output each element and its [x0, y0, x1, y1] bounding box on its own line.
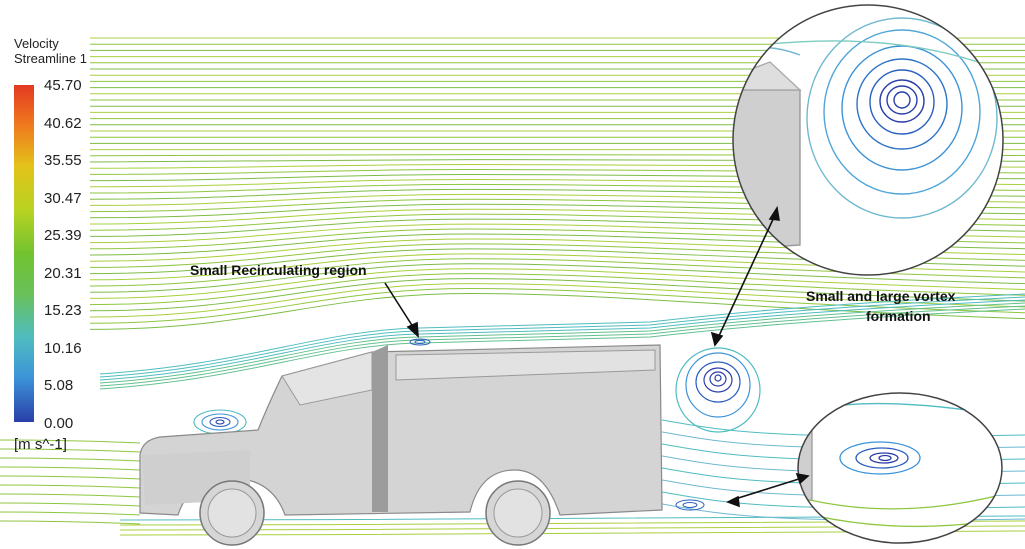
recirc-label: Small Recirculating region: [190, 262, 367, 278]
arrow-recirc: [384, 282, 416, 331]
front-wheel: [199, 480, 265, 546]
streamline: [89, 258, 1025, 287]
legend-tick: 15.23: [44, 302, 82, 319]
color-scale-bar: [14, 85, 34, 422]
legend-tick: 35.55: [44, 152, 82, 169]
legend-tick: 30.47: [44, 189, 82, 207]
truck: [139, 344, 663, 546]
vortex-label-line1: Small and large vortex: [806, 288, 956, 304]
front-vortex: [193, 409, 247, 435]
wake-vortex-small: [675, 499, 705, 511]
arrowhead-vortex-inset: [768, 205, 780, 221]
streamline: [0, 511, 141, 516]
legend-tick: 0.00: [44, 414, 74, 432]
rear-wheel: [485, 480, 551, 546]
streamline: [0, 502, 141, 507]
streamline: [89, 268, 1025, 299]
streamline: [89, 288, 1025, 324]
legend-tick: 20.31: [44, 264, 82, 282]
cab-gap: [372, 345, 388, 512]
streamline: [89, 263, 1025, 293]
legend-tick: 5.08: [44, 377, 74, 394]
streamline: [0, 493, 141, 498]
streamline: [0, 457, 141, 462]
streamline: [99, 296, 1025, 378]
streamline: [89, 278, 1025, 312]
legend-tick: 10.16: [44, 339, 82, 357]
streamline: [99, 299, 1025, 381]
arrow-vortex-top: [717, 214, 776, 339]
legend-unit: [m s^-1]: [14, 436, 67, 453]
legend-tick: 40.62: [44, 114, 82, 132]
roof-vortex: [409, 338, 431, 346]
streamline: [99, 302, 1025, 384]
streamline: [0, 475, 141, 480]
arrowhead-vortex-bottom-inset: [795, 472, 810, 485]
legend-tick: 45.70: [44, 77, 82, 94]
streamline: [0, 484, 141, 489]
streamline: [0, 439, 141, 444]
streamline: [99, 308, 1025, 390]
vortex-label-line2: formation: [866, 308, 931, 324]
annotation-arrows: [384, 205, 810, 508]
streamline: [0, 466, 141, 471]
streamline: [89, 283, 1025, 318]
arrowhead-recirc: [406, 321, 419, 338]
streamline: [99, 305, 1025, 387]
arrow-vortex-bottom: [731, 477, 803, 501]
wake-vortex-large: [675, 347, 761, 433]
streamline: [0, 448, 141, 453]
legend-subtitle: Streamline 1: [14, 51, 87, 66]
windshield: [281, 351, 373, 406]
zoom-inset-top: [732, 4, 1004, 276]
streamline: [89, 273, 1025, 306]
legend-title: Velocity: [14, 36, 59, 51]
arrowhead-vortex-top: [710, 331, 724, 347]
zoom-inset-bottom: [797, 392, 1003, 544]
legend-tick: 25.39: [44, 227, 82, 244]
streamline: [89, 253, 1025, 281]
arrowhead-vortex-bottom: [725, 495, 740, 508]
streamline: [99, 293, 1025, 375]
streamline: [89, 293, 1025, 330]
streamline: [0, 520, 141, 525]
